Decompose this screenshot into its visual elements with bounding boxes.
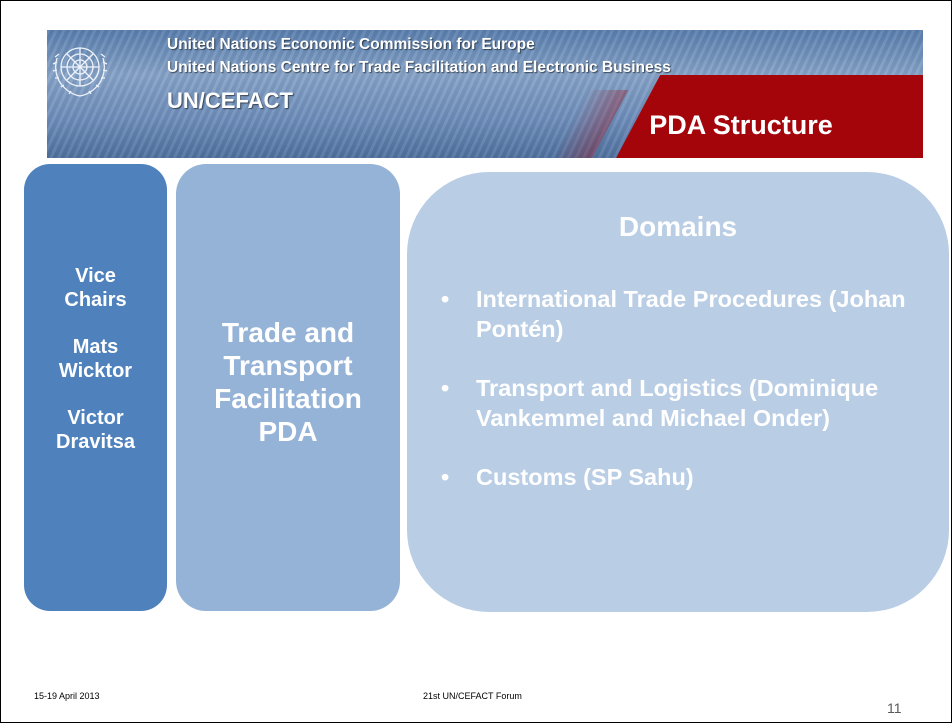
pda-box: Trade and Transport Facilitation PDA xyxy=(176,164,400,611)
pda-title-line: Transport xyxy=(223,350,353,381)
un-emblem-icon xyxy=(52,47,108,97)
domains-heading: Domains xyxy=(618,211,738,242)
domain-item: • International Trade Procedures (Johan … xyxy=(441,284,941,344)
vice-chair-name: Mats xyxy=(72,336,119,358)
vice-chairs-line: Chairs xyxy=(64,289,127,311)
pda-title-line: PDA xyxy=(258,416,318,447)
org-line-2: United Nations Centre for Trade Facilita… xyxy=(167,59,671,76)
pda-title-line: Trade and xyxy=(221,317,355,348)
vice-chairs-text: Vice Chairs Mats Wicktor Victor Dravitsa xyxy=(24,264,167,454)
footer-forum: 21st UN/CEFACT Forum xyxy=(423,691,522,701)
header-banner: United Nations Economic Commission for E… xyxy=(47,30,923,158)
unit-name: UN/CEFACT xyxy=(167,88,293,113)
vice-chairs-line: Vice xyxy=(75,265,116,287)
domain-item-text: International Trade Procedures (Johan Po… xyxy=(476,286,906,342)
pda-title-line: Facilitation xyxy=(214,383,362,414)
page-number: 11 xyxy=(887,700,902,716)
domain-item-text: Customs (SP Sahu) xyxy=(476,464,694,490)
vice-chairs-box: Vice Chairs Mats Wicktor Victor Dravitsa xyxy=(24,164,167,611)
domain-item-text: Transport and Logistics (Dominique Vanke… xyxy=(476,375,879,431)
bullet-icon: • xyxy=(441,286,450,312)
vice-chair-name: Wicktor xyxy=(58,360,133,382)
domains-list: • International Trade Procedures (Johan … xyxy=(441,284,941,521)
pda-title: Trade and Transport Facilitation PDA xyxy=(176,316,400,448)
org-line-1: United Nations Economic Commission for E… xyxy=(167,36,535,53)
domain-item: • Transport and Logistics (Dominique Van… xyxy=(441,373,941,433)
domains-box: Domains • International Trade Procedures… xyxy=(407,172,949,612)
slide-title: PDA Structure xyxy=(649,110,833,140)
bullet-icon: • xyxy=(441,464,450,490)
vice-chair-name: Dravitsa xyxy=(56,431,135,453)
domain-item: • Customs (SP Sahu) xyxy=(441,462,941,492)
footer-date: 15-19 April 2013 xyxy=(34,691,100,701)
bullet-icon: • xyxy=(441,375,450,401)
vice-chair-name: Victor xyxy=(67,407,124,429)
